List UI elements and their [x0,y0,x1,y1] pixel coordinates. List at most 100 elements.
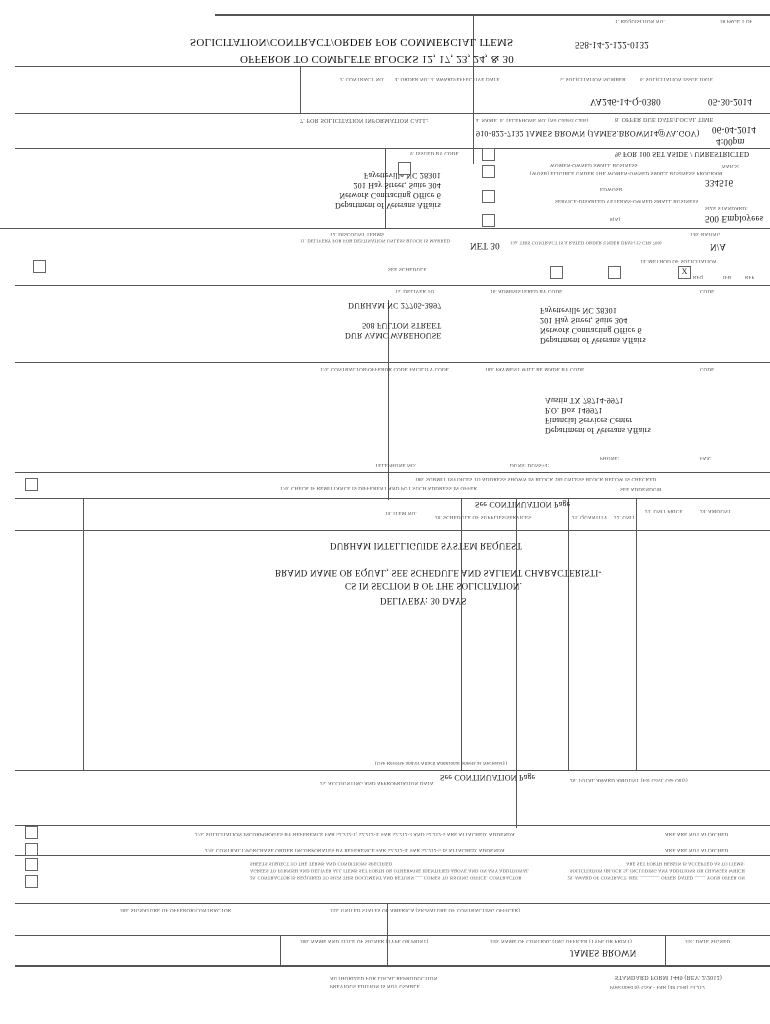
remittance-label: 17b. CHECK IF REMITTANCE IS DIFFERENT AN… [280,485,478,490]
footer-form-number: STANDARD FORM 1449 (REV. 2/2012) [615,974,722,980]
checkbox-27b[interactable] [25,843,38,856]
checkbox-edwosb[interactable] [482,190,495,203]
discount-terms: NET 30 [470,241,500,251]
officer-name: JAMES BROWN [570,948,637,958]
clause-29: 29. AWARD OF CONTRACT: REF. ________ OFF… [567,861,745,881]
name-label: a. NAME [476,117,497,122]
schedule-line-4: DELIVERY: 30 DAYS [380,596,467,606]
method-ifb: IFB [723,274,732,279]
footer-authorized: AUTHORIZED FOR LOCAL REPRODUCTION [330,975,438,980]
accounting-label: 25. ACCOUNTING AND APPROPRIATION DATA [320,780,434,785]
invoices-label: 18b. SUBMIT INVOICES TO ADDRESS SHOWN IN… [415,476,657,481]
issued-by-label: 9. ISSUED BY CODE [410,150,459,155]
checkbox-sdvosb[interactable] [482,214,495,227]
naics-label: NAICS: [722,163,740,168]
method-label: 14. METHOD OF SOLICITATION [640,258,717,263]
administered-address: Department of Veterans Affairs Network C… [540,306,646,345]
footer-previous: PREVIOUS EDITION IS NOT USABLE [330,983,420,988]
method-rfq: RFQ [693,274,704,279]
solicitation-number-label: 5. SOLICITATION NUMBER [560,76,626,81]
method-rfp: RFP [745,274,755,279]
requisition-label: 1. REQUISITION NO. [615,18,665,23]
col-item-no: 19. ITEM NO. [385,510,417,515]
total-award-label: 26. TOTAL AWARD AMOUNT (For Govt. Use On… [570,777,688,782]
schedule-line-2: BRAND NAME OR EQUAL, SEE SCHEDULE AND SA… [275,568,602,578]
attached-27a: ARE ARE NOT ATTACHED [665,831,729,836]
checkbox-fob[interactable] [33,260,46,273]
contract-label: 2. CONTRACT NO. [340,76,385,81]
rating-label: 13b. RATING [690,231,721,236]
schedule-line-1: DURHAM INTELLIGUIDE SYSTEM REQUEST [330,541,523,551]
payment-address: Department of Veterans Affairs Financial… [545,396,651,435]
size-standard: 500 Employees [705,214,764,224]
issued-by-address: Department of Veterans Affairs Network C… [335,171,441,210]
type-8a: 8(A) [610,216,621,221]
deliver-to-label: 15. DELIVER TO [395,288,435,293]
administered-label: 16. ADMINISTERED BY CODE [490,288,563,293]
offer-due-time: 4:00pm [716,137,745,147]
for-solicitation-label: 7. FOR SOLICITATION INFORMATION CALL: [300,117,429,123]
page-label: 38 PAGE 1 OF [720,18,753,23]
naics-code: 334516 [705,178,734,188]
form-title: SOLICITATION/CONTRACT/ORDER FOR COMMERCI… [190,36,514,48]
phone-field-label: PHONE: [600,455,620,460]
payment-code-label: CODE [700,366,715,371]
contact-info: 910-822-7132 JAMES BROWN (JAMES.BROWN14@… [476,129,700,138]
officer-name-label: 31b. NAME OF CONTRACTING OFFICER (TYPE O… [490,938,632,943]
type-wosb: WOMEN-OWNED SMALL BUSINESS [550,162,638,167]
continuation-note: (Use Reverse and/or Attach Additional Sh… [375,760,508,765]
checkbox-28[interactable] [25,858,38,871]
payment-label: 18a. PAYMENT WILL BE MADE BY CODE [485,366,585,371]
checkbox-rfq-checked[interactable]: X [678,266,691,279]
issue-date-label: 6. SOLICITATION ISSUE DATE [640,76,714,81]
code-label: CODE [700,288,715,293]
order-label: 4. ORDER NO. 3. AWARD/EFFECTIVE DATE [395,76,500,81]
checkbox-method[interactable] [550,266,563,279]
col-amount: 24. AMOUNT [700,508,732,513]
fax-label: FAX: [700,455,712,460]
checkbox-remittance[interactable] [25,478,38,491]
checkbox-27a[interactable] [25,826,38,839]
type-sdvosb: SERVICE-DISABLED VETERAN-OWNED SMALL BUS… [555,198,699,203]
checkbox-29[interactable] [25,875,38,888]
col-unit: 22. UNIT [614,514,636,519]
schedule-line-3: CS IN SECTION B OF THE SOLICITATION. [345,581,523,591]
solicitation-number: VA246-14-Q-0380 [590,97,661,107]
rating-value: N/A [710,242,727,252]
checkbox-issued[interactable] [398,162,411,175]
clause-27a: 27a. SOLICITATION INCORPORATES BY REFERE… [195,831,515,836]
contractor-label: 17a. CONTRACTOR/OFFEROR CODE FACILITY CO… [320,366,450,371]
clause-27b: 27b. CONTRACT/PURCHASE ORDER INCORPORATE… [205,847,505,852]
type-edwosb: EDWOSB [600,186,623,191]
col-unit-price: 23. UNIT PRICE [645,508,683,513]
clause-28: 28. CONTRACTOR IS REQUIRED TO SIGN THIS … [250,861,529,881]
checkbox-wosb[interactable] [482,165,495,178]
checkbox-rated[interactable] [608,266,621,279]
col-quantity: 21. QUANTITY [572,514,608,519]
continuation-page: See CONTINUATION Page [475,500,571,509]
form-subtitle: OFFEROR TO COMPLETE BLOCKS 12, 17, 23, 2… [240,53,514,65]
telephone-label: TELEPHONE NO. [375,462,417,467]
date-signed-label: 31c. DATE SIGNED [685,938,731,943]
footer-prescribed: Prescribed by GSA - FAR (48 CFR) 53.212 [610,984,705,989]
set-aside-label: % FOR 100 SET ASIDE / UNRESTRICTED [615,150,750,158]
duns-label: DUNS: DUNS+4: [510,462,550,467]
signature-label: 31a. UNITED STATES OF AMERICA (SIGNATURE… [330,907,521,912]
attached-27b: ARE ARE NOT ATTACHED [665,847,729,852]
requisition-number: 558-14-2-122-0132 [575,40,649,50]
rated-order-label: 13a. THIS CONTRACT IS A RATED ORDER UNDE… [510,240,662,246]
size-label: SIZE STANDARD: [705,205,748,210]
deliver-to-address: DUR VAMC WAREHOUSE 508 FULTON STREET DUR… [345,301,442,340]
issue-date: 05-30-2014 [708,97,752,107]
col-schedule: 20. SCHEDULE OF SUPPLIES/SERVICES [435,514,532,519]
see-schedule: SEE SCHEDULE [388,266,427,271]
delivery-fob-label: 11. DELIVERY FOR FOB DESTINATION UNLESS … [300,238,451,244]
checkbox-set-aside[interactable] [482,148,495,161]
see-addendum: SEE ADDENDUM [620,486,662,491]
offeror-signature-label: 30a. SIGNATURE OF OFFEROR/CONTRACTOR [120,907,232,912]
discount-label: 12. DISCOUNT TERMS [330,231,385,236]
phone-label: b. TELEPHONE NO. (No Collect Calls) [500,117,589,122]
offer-due-label: 8. OFFER DUE DATE/LOCAL TIME [615,116,714,122]
accounting-continuation: See CONTINUATION Page [440,773,536,782]
